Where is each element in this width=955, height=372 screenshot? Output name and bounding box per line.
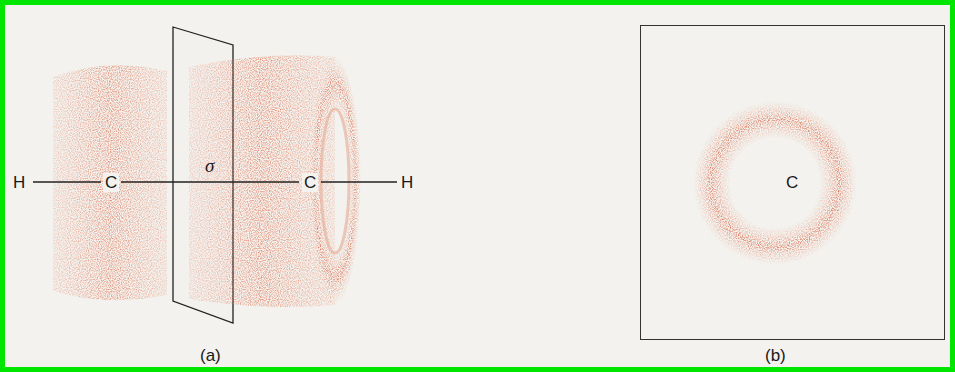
bond-line — [33, 181, 397, 182]
atom-label: H — [399, 173, 415, 192]
pi-bond-illustration — [5, 5, 950, 367]
atom-label: C — [302, 173, 318, 192]
panel-label: (b) — [763, 346, 788, 365]
end-view-panel: C — [640, 25, 945, 340]
bond-symbol: σ — [203, 155, 216, 176]
panel-label: (a) — [198, 346, 223, 365]
atom-label: H — [11, 173, 27, 192]
figure-ground: H CσC H (a) (b) C — [5, 5, 950, 367]
atom-label: C — [786, 174, 798, 191]
atom-label: C — [103, 173, 119, 192]
